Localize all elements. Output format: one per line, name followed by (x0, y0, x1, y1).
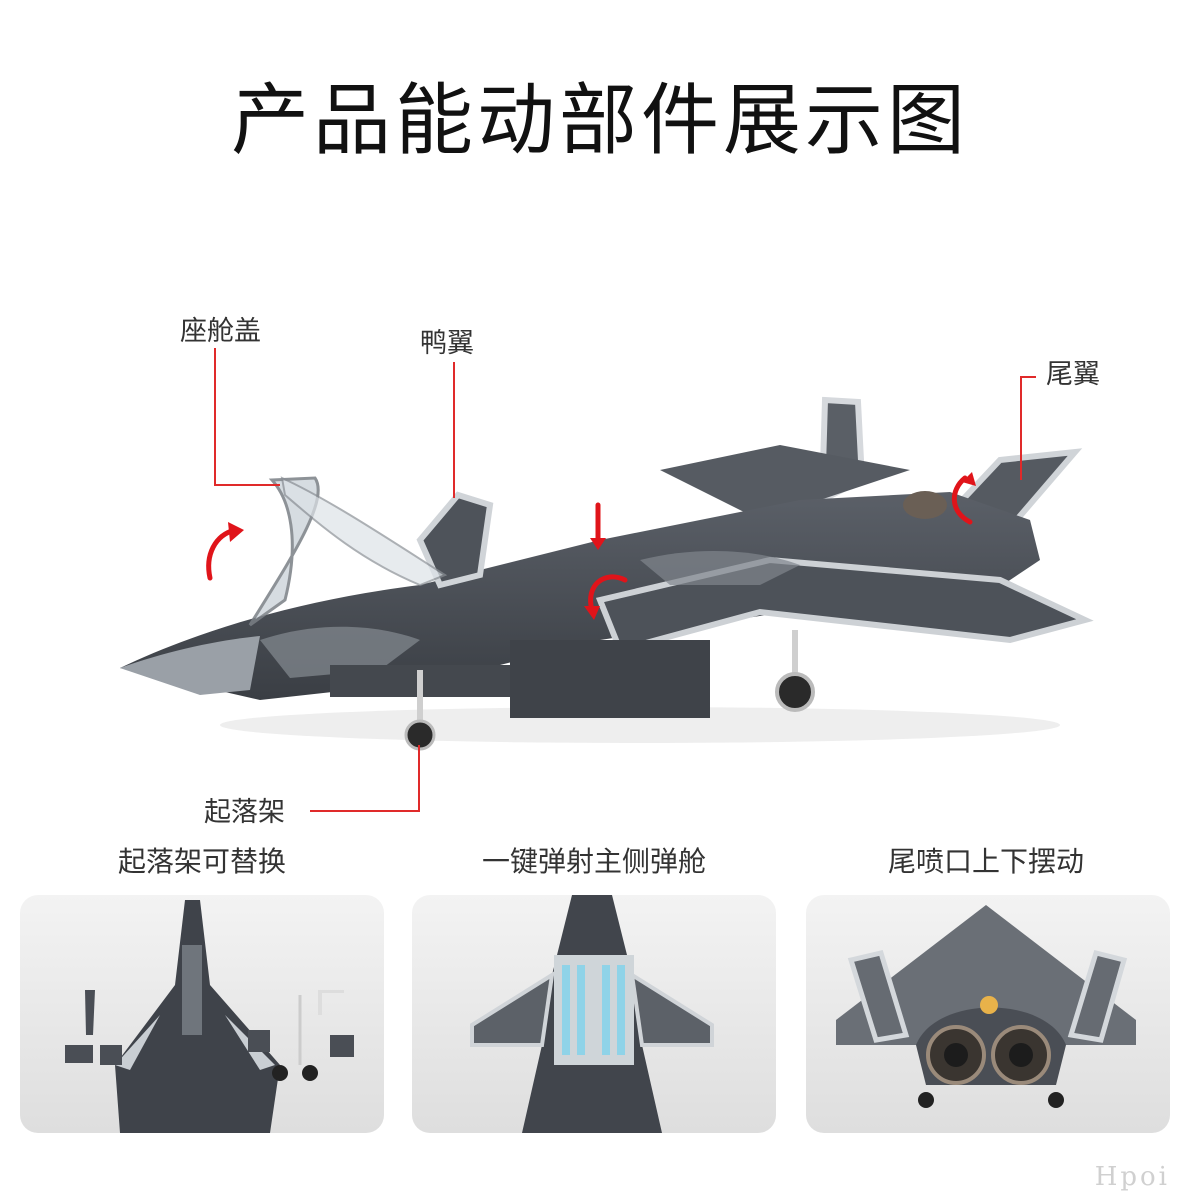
gear-callout-line-h (310, 810, 420, 812)
canopy-label: 座舱盖 (180, 316, 261, 347)
landing-gear-label: 起落架 (204, 797, 285, 828)
canopy-callout-line (214, 348, 216, 486)
tail-label: 尾翼 (1046, 359, 1100, 390)
panel-nozzle-photo (806, 895, 1170, 1133)
canopy-callout-line-h (214, 484, 280, 486)
panel-weapon-bay-photo (412, 895, 776, 1133)
caption-weapon-bay: 一键弹射主侧弹舱 (481, 845, 706, 878)
canard-label: 鸭翼 (420, 328, 474, 359)
tail-callout-line (1020, 376, 1022, 480)
gear-callout-line (418, 745, 420, 811)
page-title: 产品能动部件展示图 (230, 76, 969, 166)
watermark: Hpoi (1094, 1162, 1170, 1192)
canard-callout-line (453, 362, 455, 498)
panel-landing-gear-photo (20, 895, 384, 1133)
caption-nozzle: 尾喷口上下摆动 (887, 845, 1084, 878)
tail-callout-line-h (1020, 376, 1036, 378)
caption-landing-gear: 起落架可替换 (117, 845, 286, 878)
